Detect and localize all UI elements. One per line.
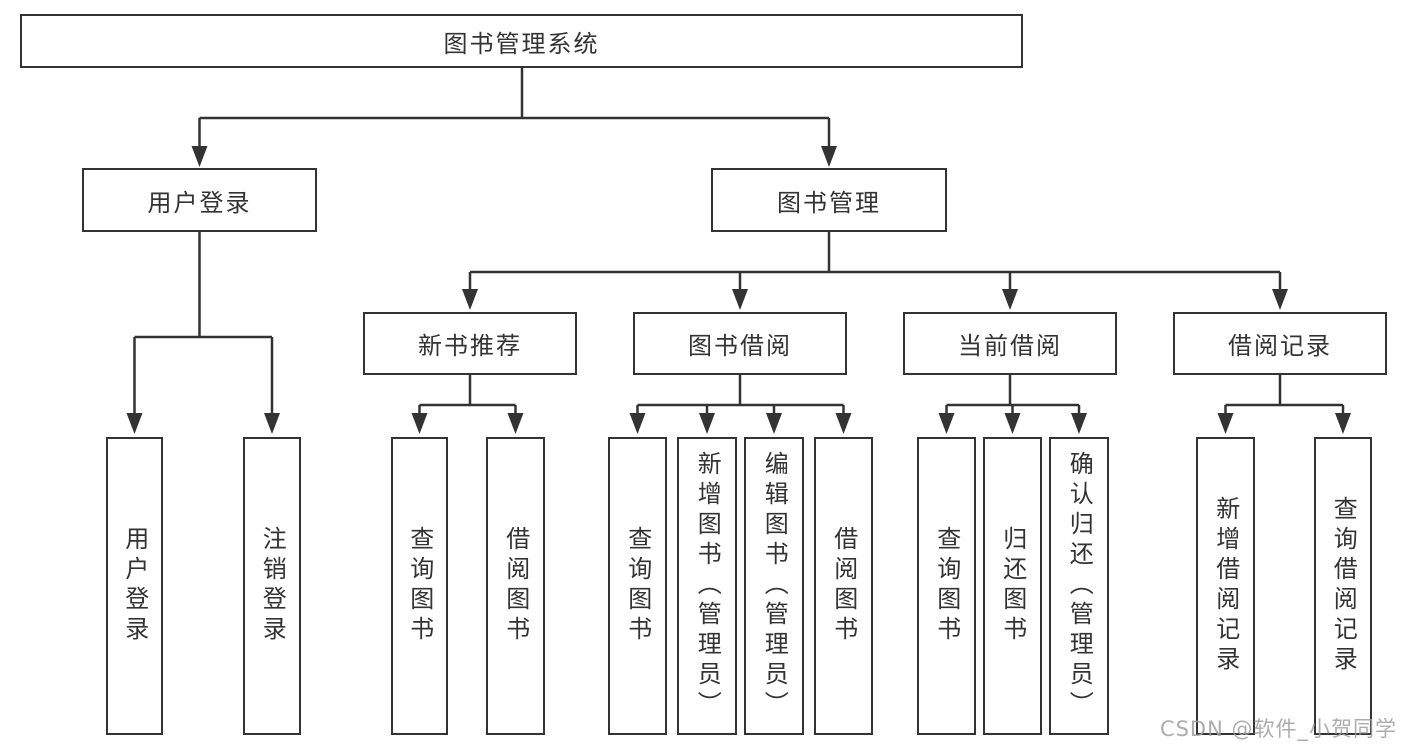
leaf-add-borrow-record: 新增借阅记录 xyxy=(1196,437,1255,735)
leaf-label: 归还图书 xyxy=(998,526,1027,646)
leaf-label: 借阅图书 xyxy=(829,526,858,646)
node-new-book-recommendation: 新书推荐 xyxy=(363,312,577,375)
leaf-logout: 注销登录 xyxy=(243,437,301,735)
leaf-query-borrow-record: 查询借阅记录 xyxy=(1314,437,1372,735)
leaf-label: 注销登录 xyxy=(258,526,287,646)
leaf-borrow-books: 借阅图书 xyxy=(814,437,873,735)
leaf-query-books: 查询图书 xyxy=(917,437,976,735)
leaf-label: 用户登录 xyxy=(120,526,149,646)
node-library-management-system: 图书管理系统 xyxy=(20,14,1023,68)
leaf-query-books: 查询图书 xyxy=(391,437,448,735)
leaf-return-books: 归还图书 xyxy=(983,437,1042,735)
node-borrowing-records: 借阅记录 xyxy=(1173,312,1387,375)
watermark: CSDN @软件_小贺同学 xyxy=(1159,717,1397,741)
leaf-edit-books-admin: 编辑图书（管理员） xyxy=(744,437,804,735)
leaf-query-books: 查询图书 xyxy=(608,437,667,735)
leaf-label: 查询图书 xyxy=(405,526,434,646)
leaf-borrow-books: 借阅图书 xyxy=(486,437,545,735)
leaf-label: 查询借阅记录 xyxy=(1329,496,1358,676)
leaf-label: 确认归还（管理员） xyxy=(1065,451,1094,721)
leaf-label: 借阅图书 xyxy=(501,526,530,646)
leaf-confirm-return-admin: 确认归还（管理员） xyxy=(1049,437,1109,735)
leaf-label: 新增图书（管理员） xyxy=(693,451,722,721)
leaf-user-login: 用户登录 xyxy=(106,437,163,735)
leaf-add-books-admin: 新增图书（管理员） xyxy=(677,437,737,735)
leaf-label: 查询图书 xyxy=(623,526,652,646)
node-book-management: 图书管理 xyxy=(711,168,947,232)
leaf-label: 新增借阅记录 xyxy=(1211,496,1240,676)
leaf-label: 查询图书 xyxy=(932,526,961,646)
node-user-login: 用户登录 xyxy=(82,168,317,232)
node-book-borrowing: 图书借阅 xyxy=(633,312,847,375)
node-current-borrowing: 当前借阅 xyxy=(903,312,1117,375)
leaf-label: 编辑图书（管理员） xyxy=(760,451,789,721)
